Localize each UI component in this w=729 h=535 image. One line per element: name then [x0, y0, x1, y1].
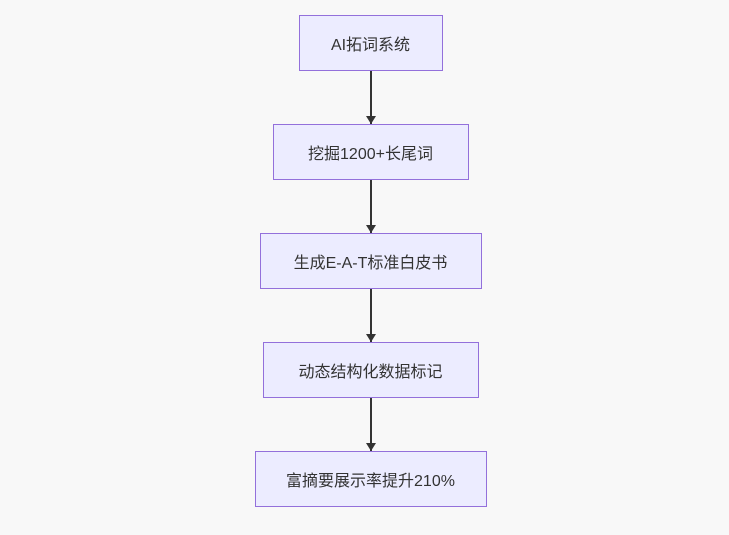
arrow-down-icon [365, 398, 376, 451]
arrow-down-icon [365, 71, 376, 124]
flow-node-label: 富摘要展示率提升210% [286, 473, 455, 490]
flow-node-eat-whitepaper: 生成E-A-T标准白皮书 [259, 233, 482, 289]
flow-node-label: 动态结构化数据标记 [298, 364, 443, 381]
flow-node-rich-snippet-result: 富摘要展示率提升210% [254, 451, 487, 507]
arrow-down-icon [365, 289, 376, 342]
flow-node-ai-word-expansion: AI拓词系统 [298, 15, 443, 71]
flowchart-column: AI拓词系统 挖掘1200+长尾词 生成E-A-T标准白皮书 动态结构化数据标记… [6, 15, 729, 507]
flow-node-label: AI拓词系统 [330, 37, 411, 54]
flow-node-structured-data-markup: 动态结构化数据标记 [262, 342, 479, 398]
flow-node-label: 挖掘1200+长尾词 [308, 146, 433, 163]
flow-node-longtail-mining: 挖掘1200+长尾词 [272, 124, 469, 180]
arrow-down-icon [365, 180, 376, 233]
flow-node-label: 生成E-A-T标准白皮书 [293, 255, 448, 272]
